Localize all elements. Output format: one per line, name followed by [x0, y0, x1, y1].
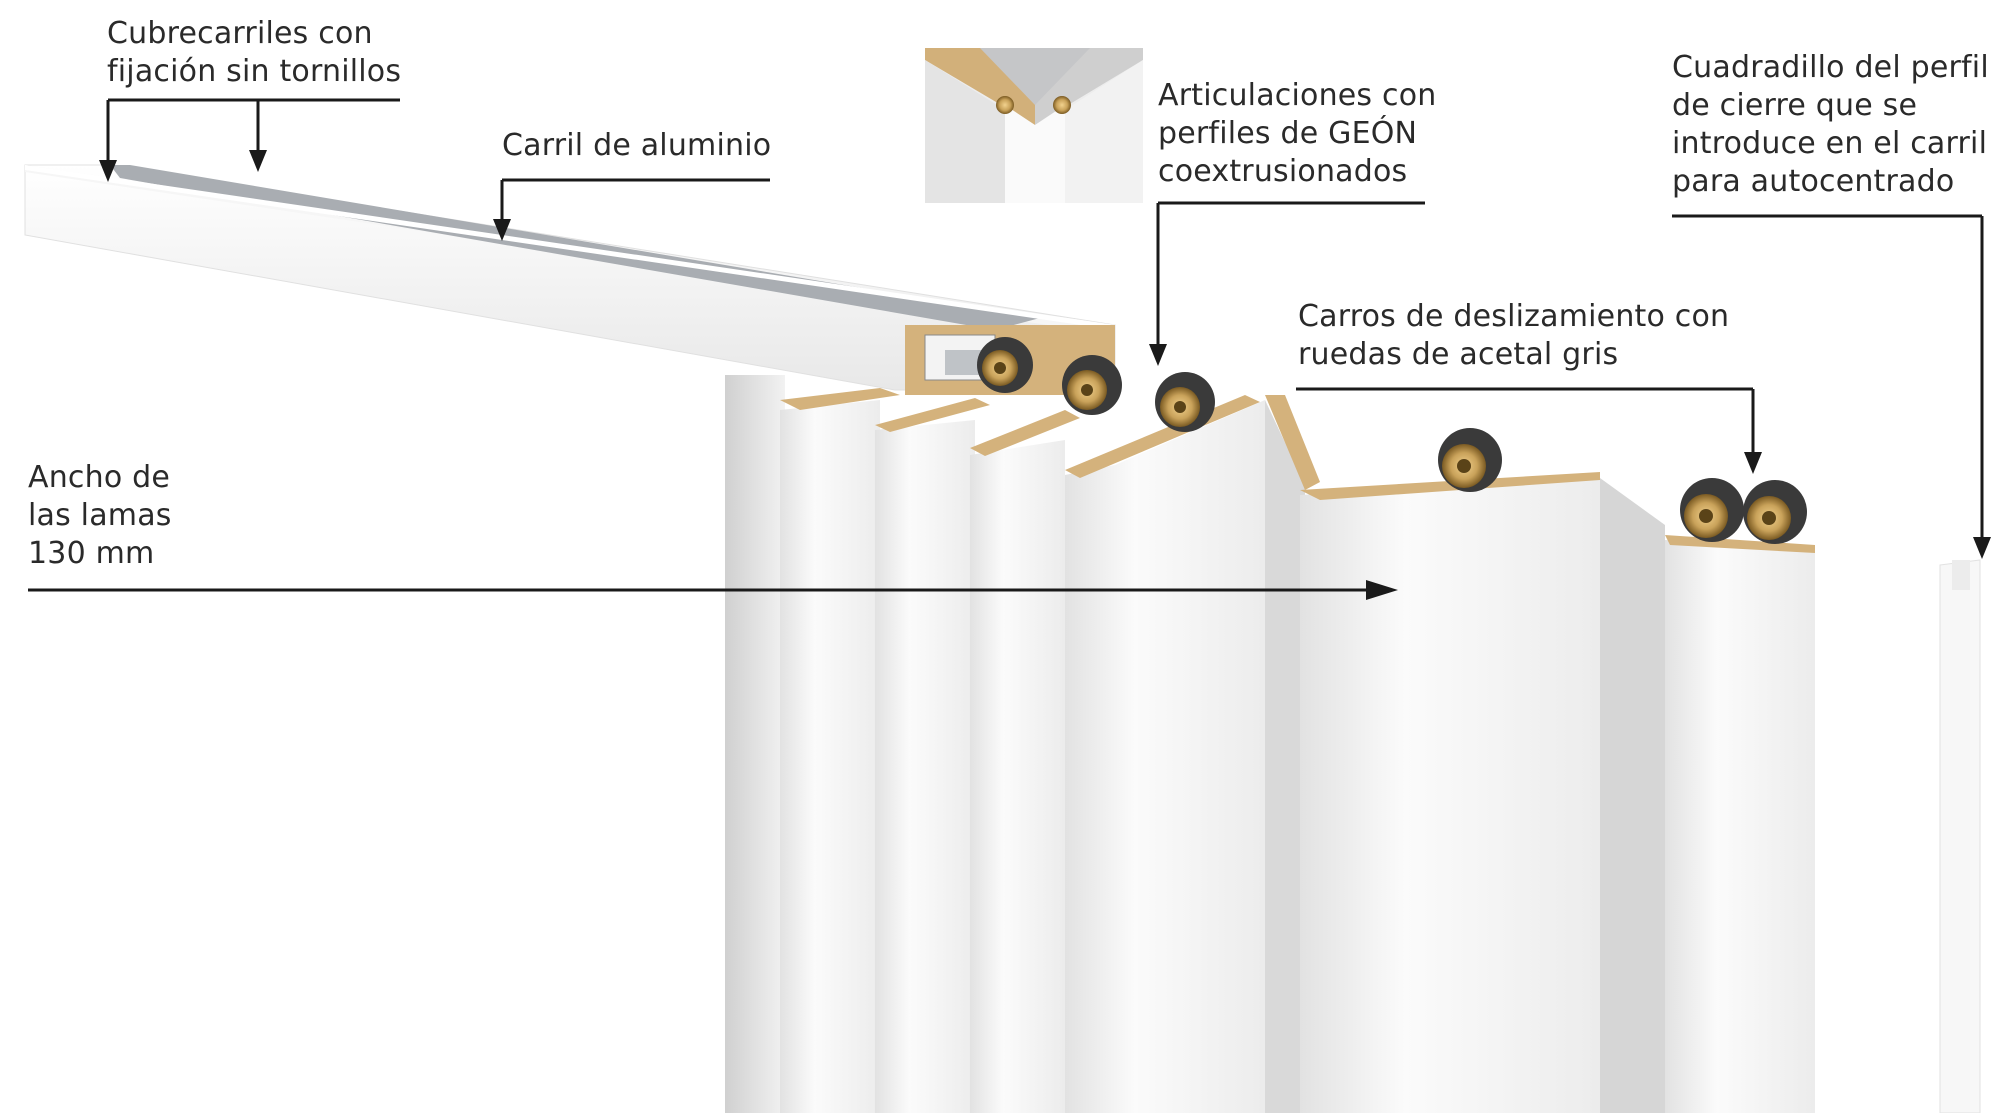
folding-panels: [780, 388, 1981, 1113]
wheel: [1438, 428, 1502, 492]
wheel: [1743, 480, 1807, 544]
label-ancho-lamas: Ancho de las lamas 130 mm: [28, 460, 172, 571]
label-cubrecarriles: Cubrecarriles con fijación sin tornillos: [107, 16, 402, 89]
arrow-carril: [500, 178, 770, 222]
arrow-heads: [99, 150, 1991, 600]
arrow-carros: [1296, 387, 1755, 455]
frame-post: [725, 375, 785, 1113]
aluminium-rail: [24, 164, 1116, 395]
closing-profile: [1939, 559, 1981, 1113]
wheel: [1062, 355, 1122, 415]
label-carril-aluminio: Carril de aluminio: [502, 128, 772, 163]
wheel: [1680, 478, 1744, 542]
wheel: [977, 337, 1033, 393]
wheel: [1155, 372, 1215, 432]
label-carros: Carros de deslizamiento con ruedas de ac…: [1298, 299, 1730, 372]
callout-arrows: [28, 98, 1984, 592]
arrow-cuadradillo: [1672, 214, 1984, 540]
label-articulaciones: Articulaciones con perfiles de GEÓN coex…: [1158, 78, 1437, 189]
arrow-articulaciones: [1156, 201, 1425, 347]
articulation-detail-inset: [925, 48, 1143, 203]
slider-wheels: [977, 337, 1807, 544]
label-cuadradillo: Cuadradillo del perfil de cierre que se …: [1672, 50, 1989, 199]
arrow-cubrecarriles: [106, 98, 400, 163]
